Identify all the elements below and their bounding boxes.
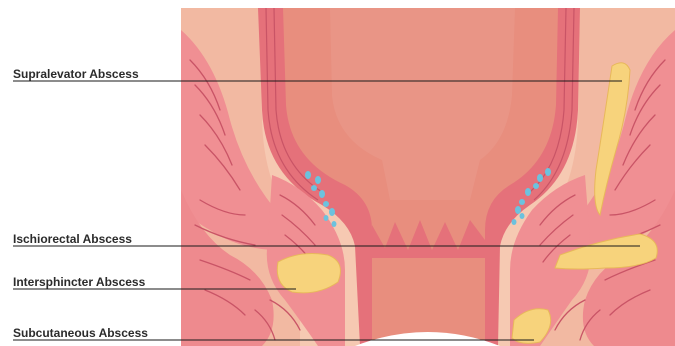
label-ischiorectal-abscess: Ischiorectal Abscess bbox=[13, 232, 132, 246]
label-intersphincter-abscess: Intersphincter Abscess bbox=[13, 275, 145, 289]
label-supralevator-abscess: Supralevator Abscess bbox=[13, 67, 139, 81]
label-subcutaneous-abscess: Subcutaneous Abscess bbox=[13, 326, 148, 340]
anatomy-illustration bbox=[181, 8, 675, 346]
